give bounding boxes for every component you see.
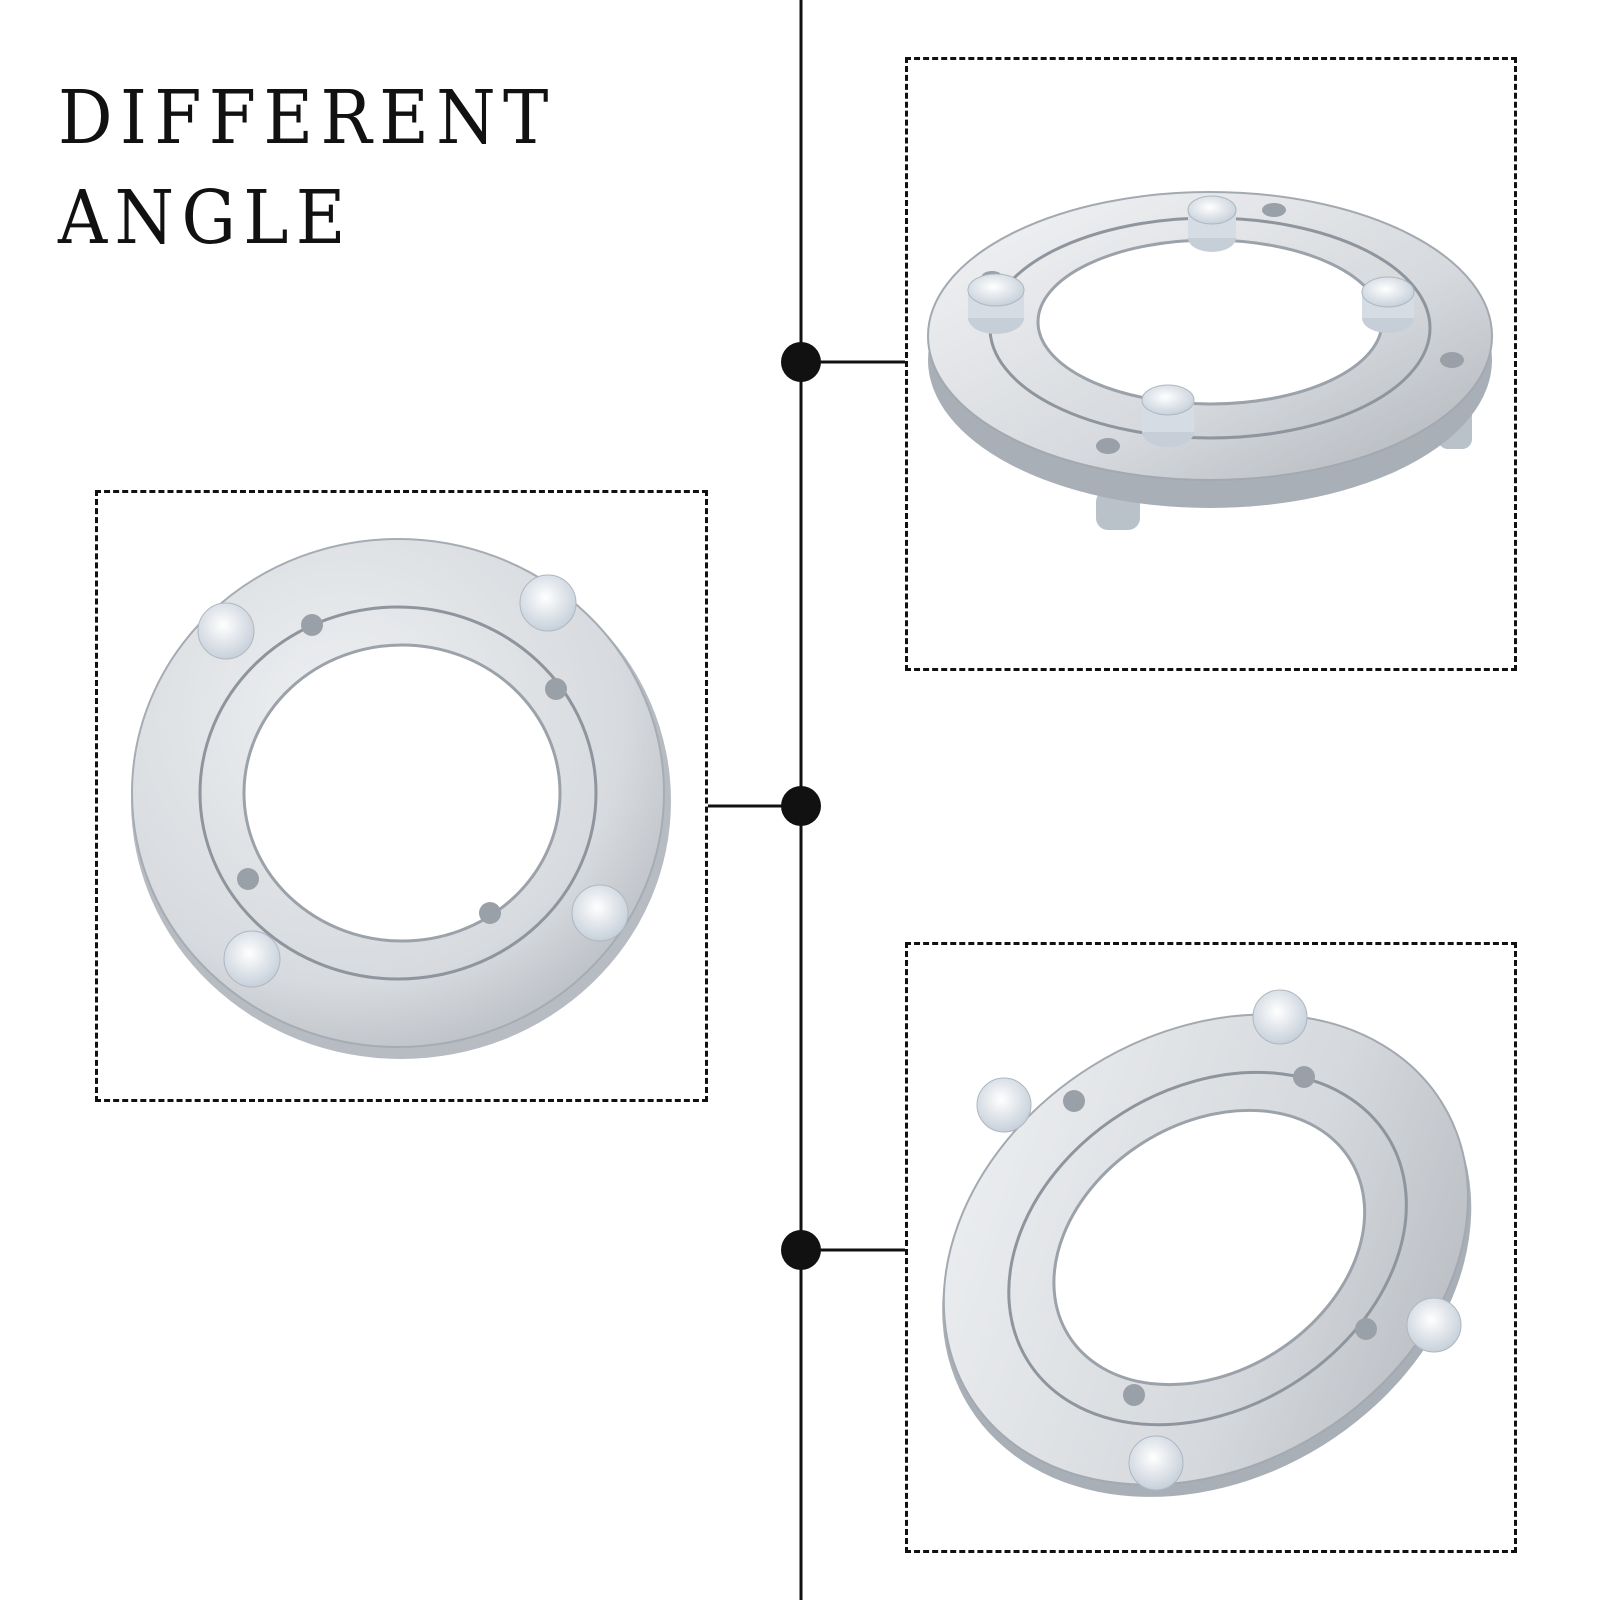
rubber-bumper-icon	[1252, 989, 1308, 1045]
panel-top-view	[95, 490, 708, 1102]
page-title: DIFFERENT ANGLE	[58, 68, 556, 268]
timeline-dot-middle	[781, 786, 821, 826]
title-line-2: ANGLE	[58, 175, 353, 261]
rubber-bumper-icon	[1141, 384, 1195, 447]
rubber-bumper-icon	[976, 1077, 1032, 1133]
rubber-bumper-icon	[571, 884, 629, 942]
rubber-bumper-icon	[1406, 1297, 1462, 1353]
panel-angled-side-view	[905, 57, 1517, 671]
rubber-bumper-icon	[519, 574, 577, 632]
rubber-bumper-icon	[1128, 1435, 1184, 1491]
rubber-bumper-icon	[967, 273, 1025, 334]
rubber-bumper-icon	[1187, 195, 1237, 252]
turntable-bearing-ring-icon	[131, 538, 671, 1059]
title-line-1: DIFFERENT	[58, 75, 556, 161]
rubber-bumper-icon	[197, 602, 255, 660]
timeline-dot-upper	[781, 342, 821, 382]
rubber-bumper-icon	[223, 930, 281, 988]
panel-tilted-view	[905, 942, 1517, 1553]
turntable-bearing-ring-icon	[942, 989, 1472, 1497]
rubber-bumper-icon	[1361, 276, 1415, 333]
timeline-dot-lower	[781, 1230, 821, 1270]
turntable-bearing-ring-icon	[927, 191, 1493, 530]
